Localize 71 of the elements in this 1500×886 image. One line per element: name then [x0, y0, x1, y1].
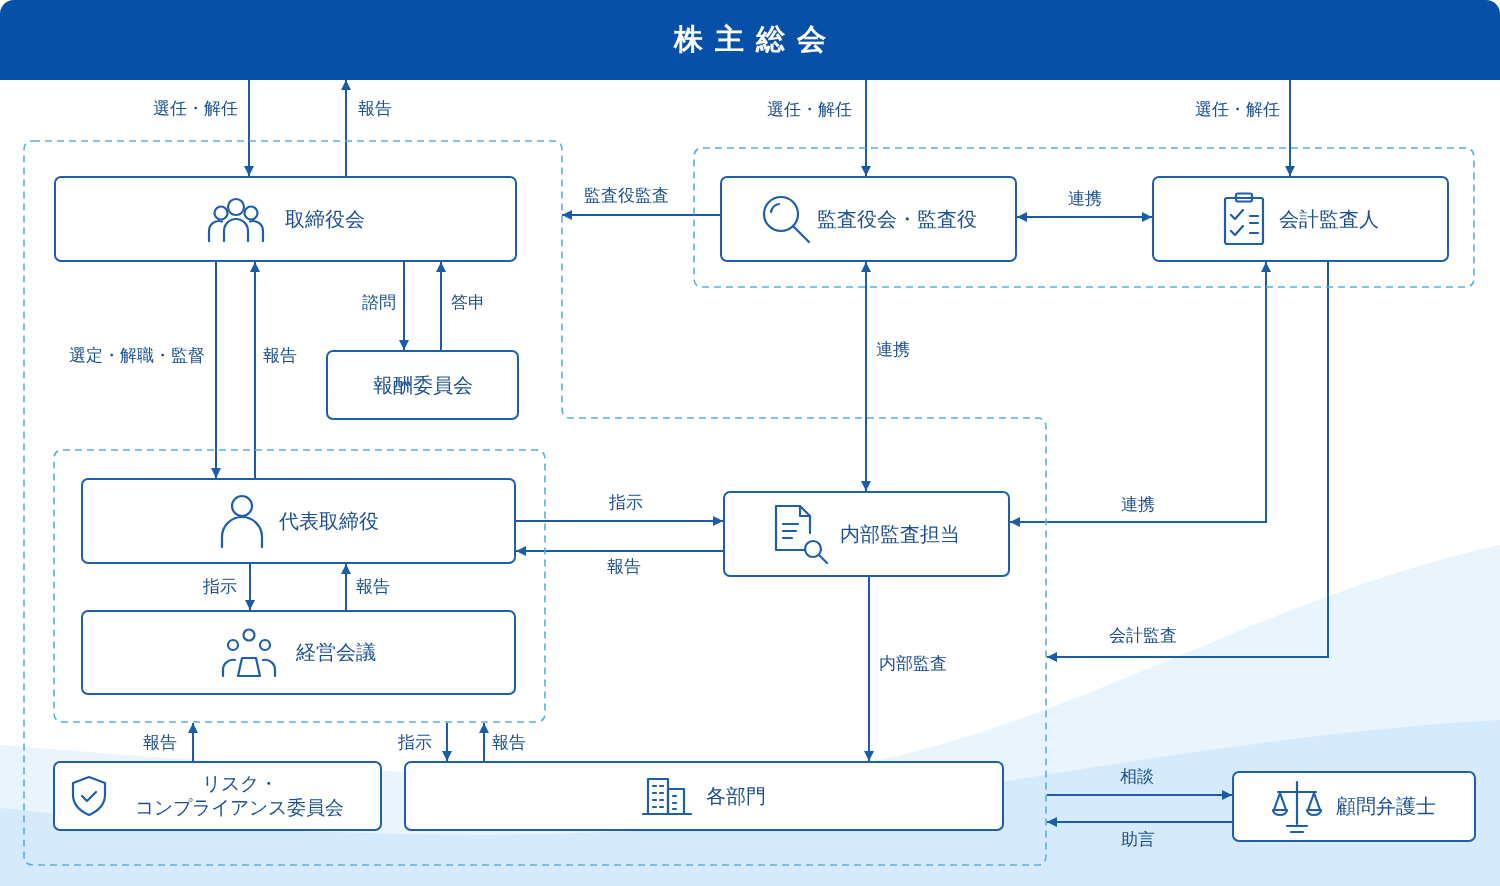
arrow [1046, 817, 1233, 827]
edge-label: 報告 [143, 732, 177, 754]
org-box [720, 176, 1017, 262]
org-box [81, 610, 516, 695]
org-box [326, 350, 519, 420]
arrow [515, 546, 724, 556]
node-label: 内部監査担当 [839, 521, 960, 547]
edge-label: 会計監査 [1109, 625, 1177, 647]
edge-label: 報告 [607, 556, 641, 578]
arrow [245, 563, 255, 611]
node-label: リスク・コンプライアンス委員会 [134, 772, 345, 820]
arrow [1046, 261, 1329, 662]
dashed-group-frame [693, 147, 1475, 288]
edge-label: 指示 [609, 492, 643, 514]
edge-label: 指示 [203, 576, 237, 598]
arrow [436, 261, 446, 351]
node-label: 会計監査人 [1278, 206, 1379, 232]
double-arrow [1016, 212, 1153, 222]
edge-label: 報告 [358, 98, 392, 120]
header-band [0, 0, 1500, 80]
node-label: 経営会議 [296, 640, 376, 665]
org-box [723, 491, 1010, 577]
org-box [404, 761, 1004, 831]
dashed-group-frame [53, 449, 546, 723]
edge-label: 報告 [492, 732, 526, 754]
edge-label: 選任・解任 [153, 98, 238, 120]
arrow [561, 210, 721, 220]
edge-label: 諮問 [362, 292, 396, 314]
org-box [53, 761, 382, 831]
double-arrow [1009, 261, 1271, 527]
arrow [1285, 79, 1295, 177]
node-label: 代表取締役 [278, 508, 379, 534]
org-box [1232, 771, 1476, 842]
edge-label: 選任・解任 [1195, 99, 1280, 121]
edge-label: 報告 [356, 576, 390, 598]
arrow [861, 79, 871, 177]
arrow [341, 79, 351, 177]
arrow [399, 261, 409, 351]
arrow [244, 79, 254, 177]
edge-label: 助言 [1121, 829, 1155, 851]
arrow [341, 563, 351, 611]
edge-label: 報告 [263, 345, 297, 367]
arrow [1046, 790, 1233, 800]
arrow [188, 722, 198, 762]
edge-label: 監査役監査 [583, 185, 669, 207]
band-title: 株主総会 [673, 22, 839, 57]
node-label: 報酬委員会 [372, 372, 473, 398]
edge-label: 答申 [451, 292, 485, 314]
edge-label: 選任・解任 [767, 99, 852, 121]
arrow [442, 722, 452, 762]
org-box [54, 176, 517, 262]
node-label: 取締役会 [285, 206, 365, 232]
edge-label: 相談 [1120, 766, 1154, 788]
node-label: 顧問弁護士 [1336, 794, 1436, 819]
dashed-group-frame [23, 140, 1047, 866]
arrow [211, 261, 221, 479]
edge-label: 連携 [1121, 494, 1155, 516]
edge-label: 連携 [876, 339, 910, 361]
edge-label: 内部監査 [879, 653, 947, 675]
org-box [1152, 176, 1449, 262]
node-label: 監査役会・監査役 [816, 206, 977, 232]
edge-label: 連携 [1068, 188, 1102, 210]
arrow [479, 722, 489, 762]
edge-label: 指示 [398, 732, 432, 754]
org-box [81, 478, 516, 564]
edge-label: 選定・解職・監督 [69, 345, 205, 367]
double-arrow [861, 261, 871, 492]
arrow [250, 261, 260, 479]
arrow [515, 516, 724, 526]
node-label: 各部門 [706, 783, 766, 809]
arrow [864, 576, 874, 762]
